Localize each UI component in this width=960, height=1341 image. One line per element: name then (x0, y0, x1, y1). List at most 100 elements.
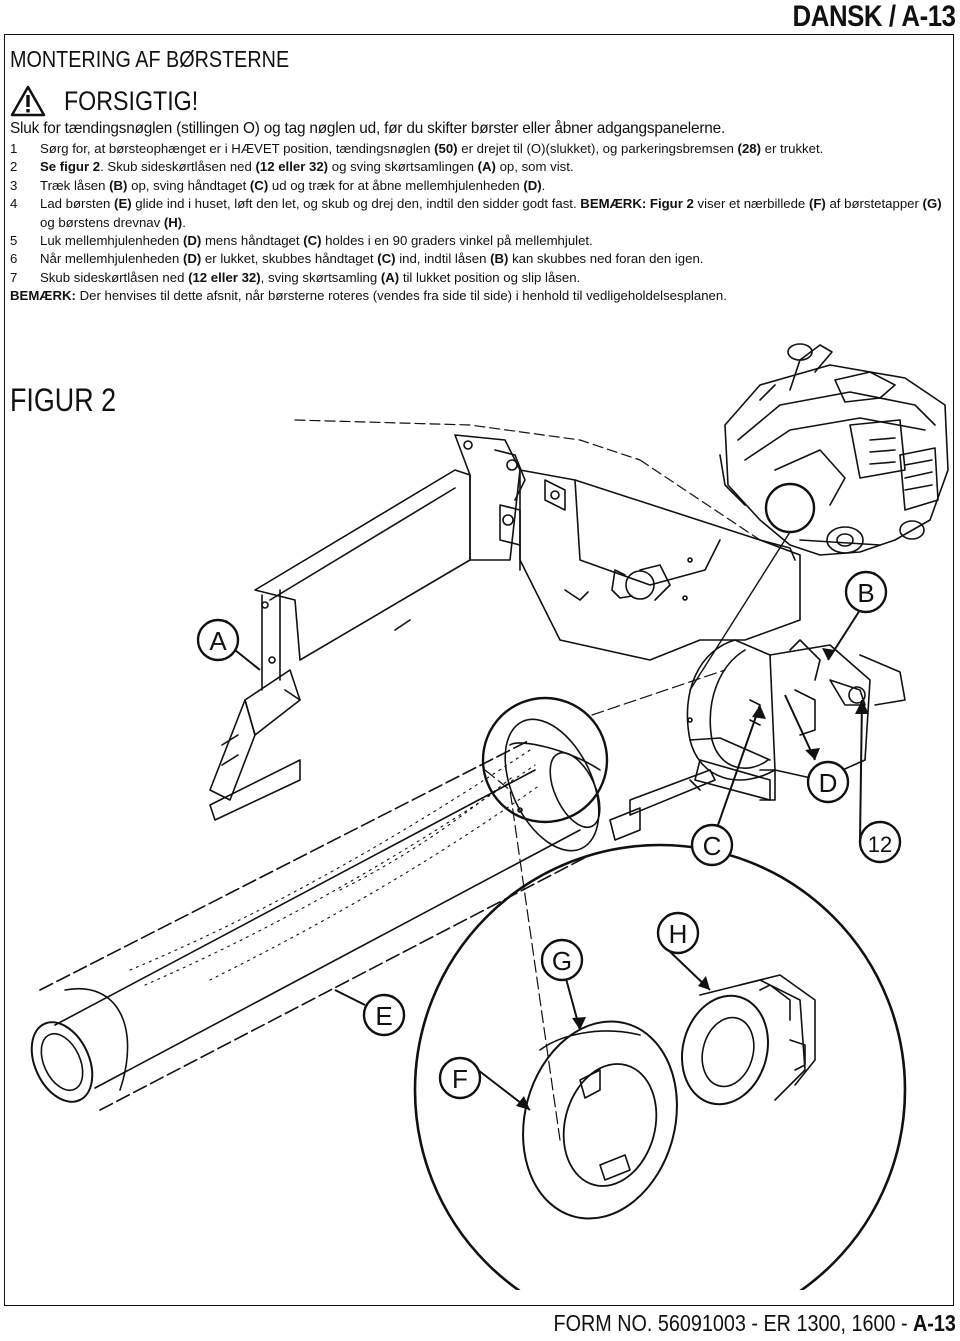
content-frame (4, 34, 954, 1306)
arrow-g (572, 1017, 586, 1030)
leader-12 (859, 699, 863, 841)
detail-leader-dashed (484, 769, 561, 1141)
arrow-b (822, 648, 835, 660)
detail-circle-machine (764, 482, 816, 534)
step-ref: (D) (182, 233, 202, 249)
callout-circle-c (690, 823, 734, 867)
step-ref: (C) (249, 177, 269, 193)
drive-hub (681, 974, 816, 1106)
leader-c (717, 704, 761, 826)
callout-12: 12 (868, 832, 892, 857)
step-3: 3 Træk låsen (B) op, sving håndtaget (C)… (10, 177, 950, 195)
step-1: 1 Sørg for, at børsteophænget er i HÆVET… (10, 140, 950, 158)
caution-title: FORSIGTIG! (64, 85, 199, 116)
step-ref: (50) (434, 141, 458, 156)
callout-circle-a (196, 618, 240, 662)
step-text-part: Lad børsten (40, 196, 115, 212)
step-text-part: mens håndtaget (201, 233, 304, 249)
step-ref: (D) (182, 251, 202, 267)
step-text-part: kan skubbes ned foran den igen. (508, 251, 704, 267)
step-ref: (28) (737, 141, 761, 156)
step-ref: (C) (377, 251, 396, 267)
detail-circle-brush-hub (413, 843, 907, 1290)
note: BEMÆRK: Der henvises til dette afsnit, n… (10, 287, 950, 305)
step-text-part: Luk mellemhjulenheden (40, 233, 183, 249)
callout-b: B (857, 578, 874, 608)
step-text-part: op, sving håndtaget (127, 177, 250, 193)
step-ref: (F) (808, 196, 826, 212)
caution-row: FORSIGTIG! (10, 84, 220, 118)
brush-installation-diagram: B A D C 12 H G E F (30, 343, 949, 1290)
footer: FORM NO. 56091003 - ER 1300, 1600 - A-13 (554, 1310, 956, 1337)
footer-form-number: FORM NO. 56091003 - ER 1300, 1600 - (553, 1310, 914, 1336)
step-text-part: af børstetapper (825, 196, 923, 212)
step-text-part: glide ind i huset, løft den let, og skub… (131, 196, 581, 212)
step-text: Træk låsen (B) op, sving håndtaget (C) u… (40, 177, 950, 195)
leader-e (334, 989, 366, 1006)
callout-circle-f (438, 1056, 482, 1100)
step-text-part: Sørg for, at børsteophænget er i HÆVET p… (40, 141, 435, 156)
detail-leader-line (689, 531, 791, 691)
step-text: Skub sideskørtlåsen ned (12 eller 32), s… (40, 269, 950, 287)
step-text-part: og børstens drevnav (40, 214, 164, 230)
step-number: 4 (10, 196, 18, 212)
step-text-part: . (541, 177, 546, 193)
step-ref: (B) (490, 251, 509, 267)
figure-label: FIGUR 2 (10, 382, 117, 418)
step-text-part: er lukket, skubbes håndtaget (201, 251, 378, 267)
warning-triangle-icon (10, 85, 46, 117)
callout-h: H (669, 919, 688, 949)
hinge-assembly (454, 434, 526, 571)
step-text-part: . (182, 214, 186, 230)
arrow-c (752, 705, 766, 719)
step-ref: (G) (922, 196, 942, 212)
skirt-assembly (209, 469, 471, 821)
callout-circle-h (656, 911, 700, 955)
lead-text: Sluk for tændingsnøglen (stillingen O) o… (10, 120, 726, 137)
callout-circle-12 (858, 820, 902, 864)
steps-list: 1 Sørg for, at børsteophænget er i HÆVET… (10, 140, 950, 306)
callout-e: E (375, 1001, 392, 1031)
step-text-part: op, som vist. (495, 159, 574, 175)
step-text-part: , sving skørtsamling (260, 269, 381, 285)
step-ref: (H) (163, 214, 183, 230)
step-text-part: viser et nærbillede (693, 196, 809, 212)
step-ref: (A) (380, 269, 400, 285)
header-title: DANSK / A-13 (792, 0, 956, 33)
section-title: MONTERING AF BØRSTERNE (10, 46, 290, 72)
callout-d: D (819, 768, 838, 798)
step-text: Lad børsten (E) glide ind i huset, løft … (40, 195, 950, 232)
callout-circle-e (362, 993, 406, 1037)
step-ref: (12 eller 32) (188, 269, 261, 285)
callout-circle-b (844, 570, 888, 614)
step-ref: (D) (523, 177, 542, 193)
idler-wheel-assembly (609, 639, 871, 841)
brush-cylinder (30, 718, 601, 1111)
step-text-part: Træk låsen (40, 177, 110, 193)
arrow-d (805, 748, 820, 760)
step-4: 4 Lad børsten (E) glide ind i huset, løf… (10, 195, 950, 232)
step-text-part: Skub sideskørtlåsen ned (40, 269, 189, 285)
note-text: Der henvises til dette afsnit, når børst… (75, 288, 727, 304)
step-text-part: og sving skørtsamlingen (328, 159, 478, 175)
step-text-part: er drejet til (O)(slukket), og parkering… (457, 141, 738, 156)
step-6: 6 Når mellemhjulenheden (D) er lukket, s… (10, 250, 950, 268)
arrow-h (698, 976, 710, 990)
callout-a: A (209, 626, 227, 656)
arrow-12 (855, 700, 869, 714)
callout-c: C (703, 831, 722, 861)
step-text-part: ud og træk for at åbne mellemhjulenheden (268, 177, 524, 193)
detail-circle-brush-end (481, 696, 609, 824)
step-text: Luk mellemhjulenheden (D) mens håndtaget… (40, 232, 950, 250)
step-ref: (12 eller 32) (255, 159, 329, 175)
step-text-part: til lukket position og slip låsen. (399, 269, 581, 285)
step-number: 3 (10, 177, 18, 193)
step-ref: (A) (477, 159, 496, 175)
step-text: Når mellemhjulenheden (D) er lukket, sku… (40, 250, 950, 268)
step-number: 7 (10, 269, 18, 285)
step-text: Se figur 2. Skub sideskørtlåsen ned (12 … (40, 158, 950, 176)
step-text: Sørg for, at børsteophænget er i HÆVET p… (40, 140, 950, 158)
step-number: 6 (10, 251, 18, 267)
arrow-f (516, 1096, 530, 1110)
step-number: 5 (10, 233, 18, 249)
